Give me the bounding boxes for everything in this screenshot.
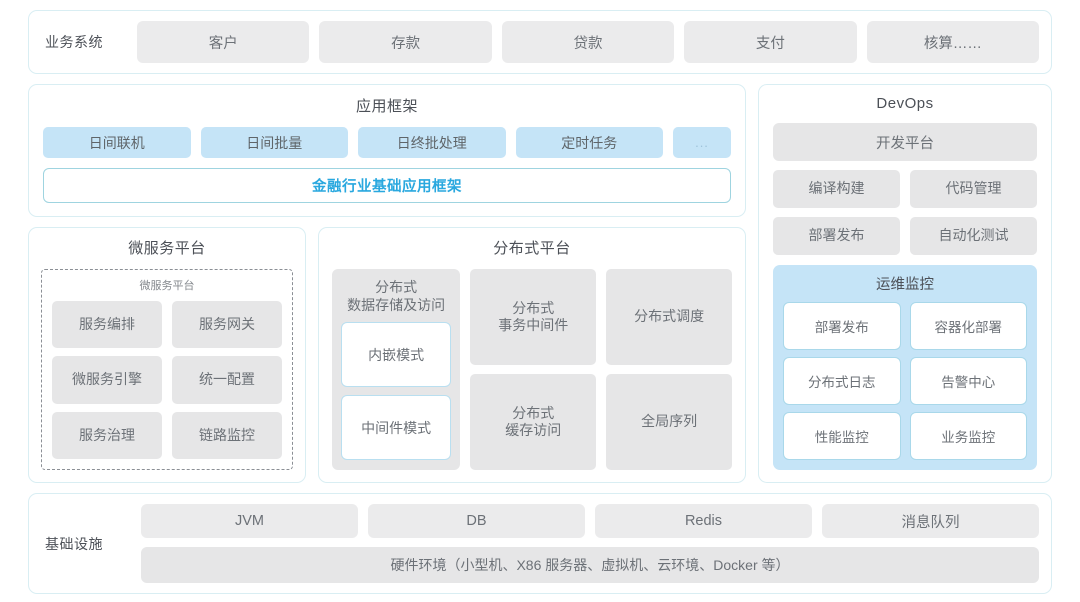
- application-framework-title: 应用框架: [355, 98, 418, 115]
- storage-mode-middleware[interactable]: 中间件模式: [341, 395, 452, 460]
- microservice-item[interactable]: 微服务引擎: [52, 356, 162, 404]
- distributed-platform-title: 分布式平台: [493, 240, 571, 257]
- business-systems-list: 客户 存款 贷款 支付 核算……: [137, 21, 1040, 63]
- microservice-item[interactable]: 链路监控: [172, 411, 282, 459]
- app-framework-chip[interactable]: 日间批量: [200, 127, 348, 158]
- business-system-item[interactable]: 客户: [137, 21, 310, 63]
- infrastructure-item-redis[interactable]: Redis: [595, 504, 812, 538]
- application-framework-panel: 应用框架 日间联机 日间批量 日终批处理 定时任务 ... 金融行业基础应用框架: [28, 84, 746, 217]
- infrastructure-hardware-bar[interactable]: 硬件环境（小型机、X86 服务器、虚拟机、云环境、Docker 等）: [141, 547, 1039, 583]
- devops-pair-row: 部署发布 自动化测试: [773, 217, 1037, 255]
- ops-monitoring-panel: 运维监控 部署发布 容器化部署 分布式日志 告警中心 性能监控 业务监控: [773, 265, 1037, 470]
- business-system-item[interactable]: 存款: [319, 21, 492, 63]
- app-framework-more-chip[interactable]: ...: [673, 127, 731, 158]
- business-systems-panel: 业务系统 客户 存款 贷款 支付 核算……: [28, 10, 1052, 74]
- microservice-inner-box: 微服务平台 服务编排 服务网关 微服务引擎 统一配置 服务治理 链路监控: [41, 269, 293, 470]
- ops-item-performance-monitor[interactable]: 性能监控: [783, 412, 901, 460]
- app-framework-chip[interactable]: 定时任务: [515, 127, 663, 158]
- microservice-item[interactable]: 服务编排: [52, 301, 162, 349]
- infrastructure-item-list: JVM DB Redis 消息队列: [141, 504, 1039, 538]
- ops-item-distributed-log[interactable]: 分布式日志: [783, 357, 901, 405]
- business-system-item[interactable]: 核算……: [866, 21, 1040, 63]
- line2: 缓存访问: [505, 422, 562, 438]
- distributed-item-cache[interactable]: 分布式 缓存访问: [470, 374, 597, 470]
- distributed-storage-title: 分布式 数据存储及访问: [341, 278, 451, 314]
- microservice-item[interactable]: 服务治理: [52, 411, 162, 459]
- distributed-item-grid: 分布式 数据存储及访问 内嵌模式 中间件模式 分布式 事务中间件: [332, 269, 732, 470]
- application-framework-chip-list: 日间联机 日间批量 日终批处理 定时任务 ...: [43, 127, 731, 158]
- business-systems-label: 业务系统: [45, 34, 103, 50]
- line1: 分布式: [512, 299, 555, 316]
- line1: 分布式: [512, 404, 555, 421]
- devops-title: DevOps: [876, 95, 934, 112]
- devops-dev-platform[interactable]: 开发平台: [773, 123, 1037, 161]
- ops-monitoring-title: 运维监控: [876, 277, 934, 293]
- devops-item-deploy[interactable]: 部署发布: [773, 217, 900, 255]
- business-system-item[interactable]: 支付: [684, 21, 857, 63]
- storage-mode-embedded[interactable]: 内嵌模式: [341, 322, 452, 388]
- devops-item-code-management[interactable]: 代码管理: [910, 170, 1037, 208]
- microservice-platform-title: 微服务平台: [128, 240, 206, 257]
- distributed-storage-title-line2: 数据存储及访问: [347, 297, 446, 314]
- ops-monitoring-grid: 部署发布 容器化部署 分布式日志 告警中心 性能监控 业务监控: [783, 302, 1027, 460]
- distributed-item-global-sequence[interactable]: 全局序列: [606, 374, 732, 470]
- ops-item-deploy[interactable]: 部署发布: [783, 302, 901, 350]
- platforms-row: 微服务平台 微服务平台 服务编排 服务网关 微服务引擎 统一配置 服务治理 链路…: [28, 227, 746, 483]
- infrastructure-item-jvm[interactable]: JVM: [141, 504, 358, 538]
- app-framework-chip[interactable]: 日终批处理: [358, 127, 506, 158]
- ops-item-business-monitor[interactable]: 业务监控: [909, 412, 1027, 460]
- distributed-item-text: 分布式 缓存访问: [505, 405, 561, 440]
- devops-panel: DevOps 开发平台 编译构建 代码管理 部署发布 自动化测试 运维监控 部署…: [758, 84, 1052, 483]
- infrastructure-item-db[interactable]: DB: [368, 504, 585, 538]
- microservice-item[interactable]: 服务网关: [172, 301, 282, 349]
- base-framework-bar[interactable]: 金融行业基础应用框架: [43, 168, 731, 203]
- ops-item-alert-center[interactable]: 告警中心: [909, 357, 1027, 405]
- microservice-item[interactable]: 统一配置: [172, 356, 282, 404]
- infrastructure-panel: 基础设施 JVM DB Redis 消息队列 硬件环境（小型机、X86 服务器、…: [28, 493, 1052, 594]
- distributed-platform-panel: 分布式平台 分布式 数据存储及访问 内嵌模式 中间件模式: [318, 227, 746, 483]
- devops-item-build[interactable]: 编译构建: [773, 170, 900, 208]
- infrastructure-label: 基础设施: [45, 535, 103, 552]
- distributed-storage-title-line1: 分布式: [375, 279, 418, 295]
- distributed-item-transaction[interactable]: 分布式 事务中间件: [470, 269, 597, 365]
- line2: 事务中间件: [498, 317, 569, 333]
- devops-content: 开发平台 编译构建 代码管理 部署发布 自动化测试 运维监控 部署发布 容器化部…: [773, 123, 1037, 470]
- distributed-item-scheduling[interactable]: 分布式调度: [606, 269, 732, 365]
- business-system-item[interactable]: 贷款: [501, 21, 675, 63]
- app-framework-chip[interactable]: 日间联机: [43, 127, 191, 158]
- devops-item-auto-test[interactable]: 自动化测试: [910, 217, 1037, 255]
- distributed-item-text: 分布式 事务中间件: [498, 300, 568, 335]
- microservice-item-grid: 服务编排 服务网关 微服务引擎 统一配置 服务治理 链路监控: [52, 301, 282, 459]
- devops-pair-row: 编译构建 代码管理: [773, 170, 1037, 208]
- distributed-storage-card[interactable]: 分布式 数据存储及访问 内嵌模式 中间件模式: [332, 269, 461, 470]
- middle-region: 应用框架 日间联机 日间批量 日终批处理 定时任务 ... 金融行业基础应用框架…: [28, 84, 1052, 483]
- middle-left-column: 应用框架 日间联机 日间批量 日终批处理 定时任务 ... 金融行业基础应用框架…: [28, 84, 746, 483]
- ops-item-container-deploy[interactable]: 容器化部署: [909, 302, 1027, 350]
- infrastructure-body: JVM DB Redis 消息队列 硬件环境（小型机、X86 服务器、虚拟机、云…: [141, 504, 1039, 583]
- microservice-inner-title: 微服务平台: [139, 280, 195, 292]
- infrastructure-item-message-queue[interactable]: 消息队列: [822, 504, 1039, 538]
- microservice-platform-panel: 微服务平台 微服务平台 服务编排 服务网关 微服务引擎 统一配置 服务治理 链路…: [28, 227, 306, 483]
